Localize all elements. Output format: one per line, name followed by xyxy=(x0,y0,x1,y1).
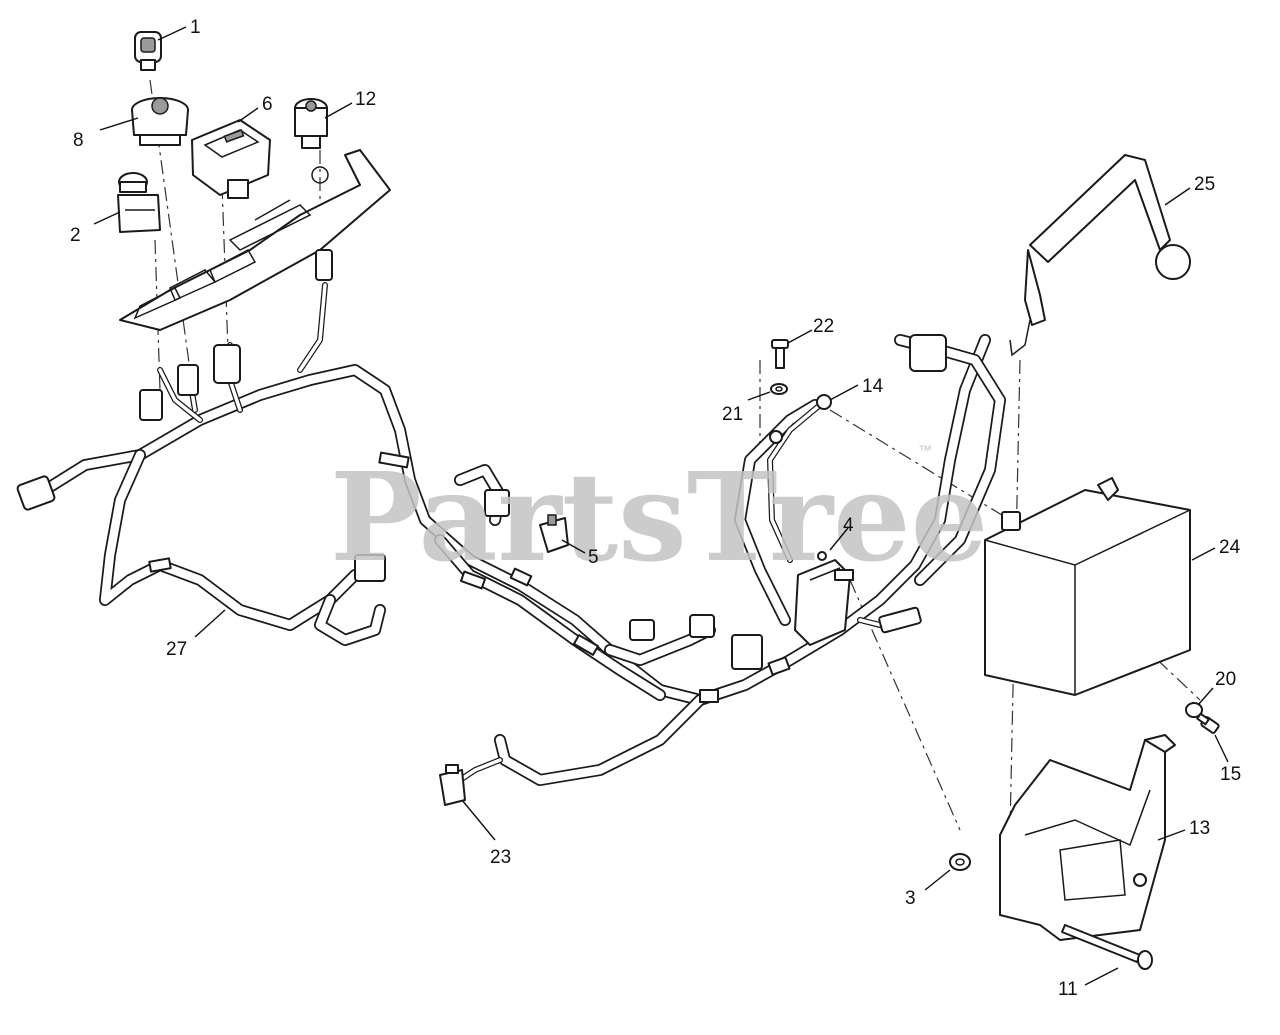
harness-clips xyxy=(148,451,791,703)
callout-24: 24 xyxy=(1219,537,1241,558)
watermark-trademark: ™ xyxy=(918,442,932,458)
callout-2: 2 xyxy=(70,225,81,246)
part-seat-switch xyxy=(439,764,466,806)
part-ground-cable xyxy=(766,394,832,563)
callout-5: 5 xyxy=(588,547,599,568)
part-nut-3 xyxy=(949,853,971,871)
callout-15: 15 xyxy=(1220,764,1241,785)
part-battery-strap xyxy=(1009,154,1191,357)
part-bolt-15 xyxy=(1196,712,1220,734)
callout-4: 4 xyxy=(843,515,854,536)
part-key xyxy=(134,31,162,71)
part-bolt-22 xyxy=(771,339,789,369)
callout-23: 23 xyxy=(490,847,511,868)
callout-20: 20 xyxy=(1215,669,1236,690)
callout-21: 21 xyxy=(722,404,743,425)
leader-lines xyxy=(93,26,1229,986)
callout-27: 27 xyxy=(166,639,187,660)
callout-22: 22 xyxy=(813,316,834,337)
part-connector-5 xyxy=(539,514,569,553)
watermark: PartsTree ™ xyxy=(330,442,988,589)
part-ignition-switch xyxy=(131,97,189,146)
part-hour-meter xyxy=(191,119,271,199)
watermark-text: PartsTree xyxy=(330,445,988,589)
callout-25: 25 xyxy=(1194,174,1215,195)
part-nut-20 xyxy=(1185,702,1203,718)
part-starter-relay xyxy=(794,551,854,646)
part-battery-tray xyxy=(999,734,1176,941)
part-bolt-11 xyxy=(1061,924,1153,970)
part-battery xyxy=(984,477,1191,696)
part-power-port xyxy=(294,98,328,149)
callout-12: 12 xyxy=(355,89,376,110)
console-panel xyxy=(119,149,391,331)
callout-3: 3 xyxy=(905,888,916,909)
callout-6: 6 xyxy=(262,94,273,115)
callout-8: 8 xyxy=(73,130,84,151)
callout-1: 1 xyxy=(190,17,201,38)
callout-labels: 1 8 2 6 12 25 22 21 14 4 5 24 20 15 13 3… xyxy=(70,17,1241,1000)
part-washer-21 xyxy=(770,383,788,395)
part-pto-switch xyxy=(117,172,161,233)
connectors xyxy=(16,249,947,670)
callout-14: 14 xyxy=(862,376,884,397)
callout-11: 11 xyxy=(1058,979,1078,1000)
callout-13: 13 xyxy=(1189,818,1210,839)
